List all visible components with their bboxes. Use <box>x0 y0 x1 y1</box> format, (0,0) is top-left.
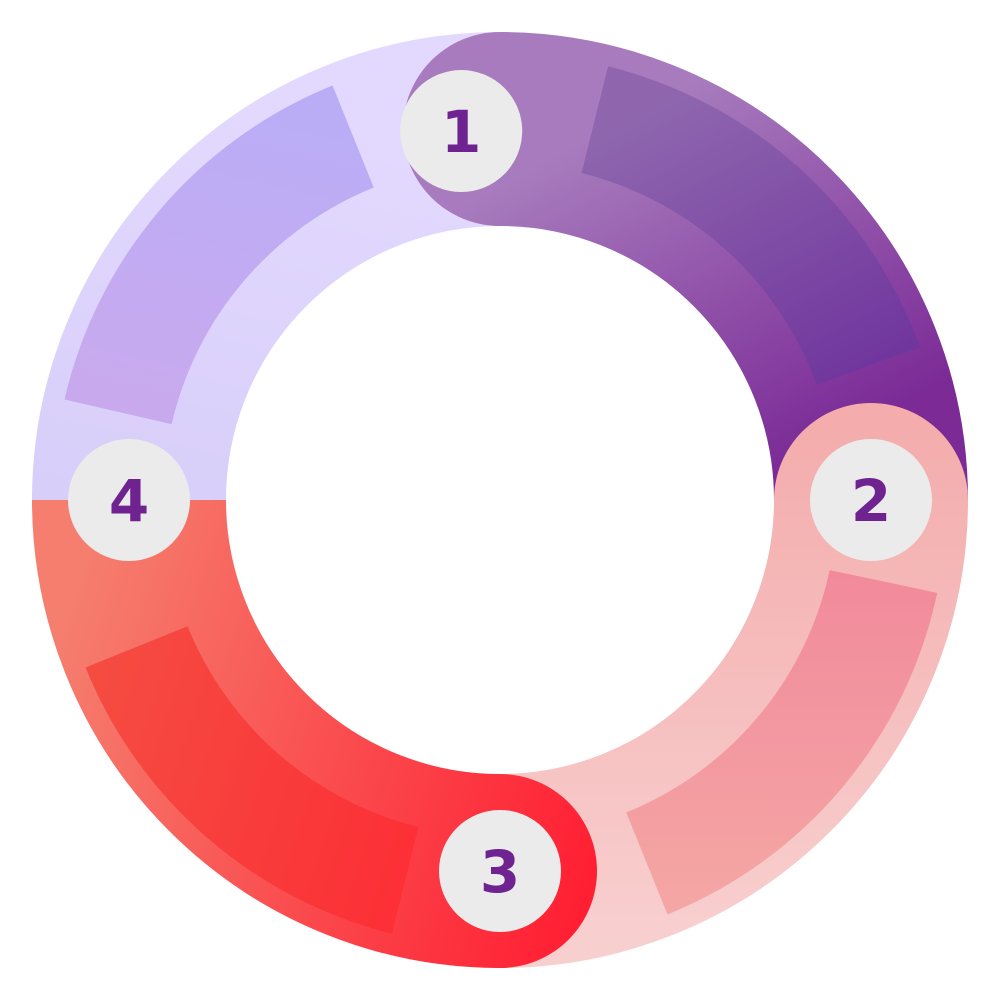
badge-circle <box>439 810 561 932</box>
step-badge-4: 4 <box>68 439 190 561</box>
step-number: 1 <box>441 98 481 166</box>
badge-circle <box>68 439 190 561</box>
badge-circle <box>400 70 523 193</box>
segment-inner-channel <box>64 85 375 425</box>
segment-inner-channel <box>625 569 938 915</box>
segment-inner-channel <box>580 66 921 386</box>
step-badge-2: 2 <box>810 439 932 561</box>
step-badge-1: 1 <box>400 70 523 193</box>
step-number: 3 <box>480 838 520 906</box>
segment-3 <box>32 498 597 968</box>
step-number: 2 <box>851 467 891 535</box>
badge-circle <box>810 439 932 561</box>
segment-inner-channel <box>85 625 420 934</box>
step-badge-3: 3 <box>439 810 561 932</box>
step-number: 4 <box>109 467 149 535</box>
